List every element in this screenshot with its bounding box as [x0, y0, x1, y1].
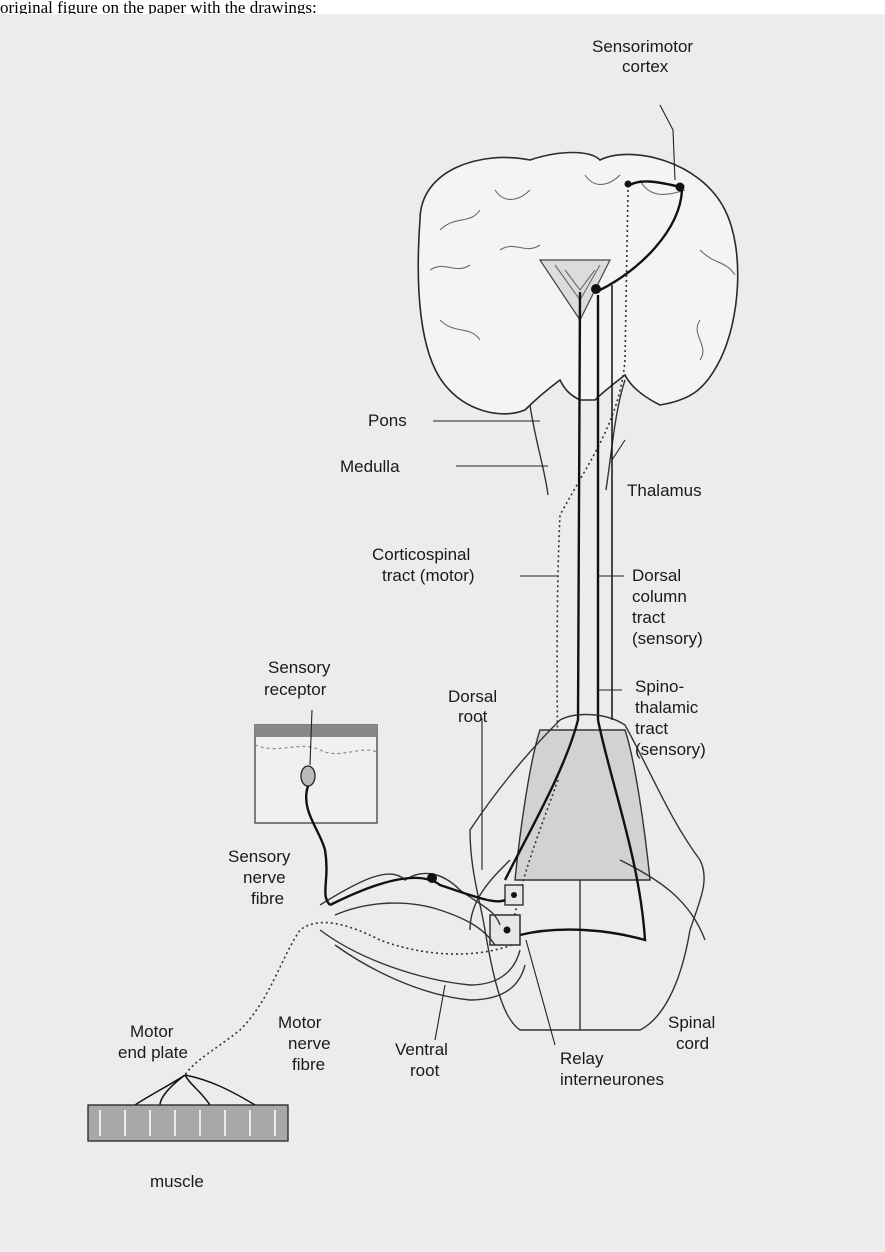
svg-text:root: root [458, 707, 488, 726]
svg-text:Dorsal: Dorsal [448, 687, 497, 706]
svg-text:Relay: Relay [560, 1049, 604, 1068]
sensory-receptor-label: Sensory receptor [264, 658, 331, 699]
svg-text:root: root [410, 1061, 440, 1080]
thalamus-label: Thalamus [627, 481, 702, 500]
spinothalamic-tract-label: Spino- thalamic tract (sensory) [635, 677, 706, 759]
medulla-label: Medulla [340, 457, 400, 476]
ventral-root-label: Ventral root [395, 1040, 448, 1080]
svg-text:fibre: fibre [251, 889, 284, 908]
svg-text:(sensory): (sensory) [632, 629, 703, 648]
svg-text:Corticospinal: Corticospinal [372, 545, 470, 564]
motor-nerve-fibre-label: Motor nerve fibre [278, 1013, 331, 1074]
svg-text:Spinal: Spinal [668, 1013, 715, 1032]
muscle-label: muscle [150, 1172, 204, 1191]
spinal-cord-section [470, 715, 705, 1030]
svg-text:Spino-: Spino- [635, 677, 684, 696]
svg-text:tract: tract [632, 608, 665, 627]
sensorimotor-cortex-label: Sensorimotor cortex [592, 37, 693, 76]
svg-text:nerve: nerve [288, 1034, 331, 1053]
dorsal-root-label: Dorsal root [448, 687, 497, 726]
svg-text:tract (motor): tract (motor) [382, 566, 475, 585]
svg-text:end plate: end plate [118, 1043, 188, 1062]
svg-text:column: column [632, 587, 687, 606]
corticospinal-tract-label: Corticospinal tract (motor) [372, 545, 475, 585]
svg-text:interneurones: interneurones [560, 1070, 664, 1089]
svg-text:(sensory): (sensory) [635, 740, 706, 759]
svg-text:fibre: fibre [292, 1055, 325, 1074]
svg-text:Motor: Motor [278, 1013, 322, 1032]
svg-text:Sensorimotor: Sensorimotor [592, 37, 693, 56]
svg-text:tract: tract [635, 719, 668, 738]
svg-text:thalamic: thalamic [635, 698, 699, 717]
nervous-pathway-diagram: Sensorimotor cortex Pons Medulla Thalamu… [0, 14, 885, 1252]
pons-label: Pons [368, 411, 407, 430]
nervous-system-figure: Sensorimotor cortex Pons Medulla Thalamu… [0, 14, 885, 1252]
sensory-nerve-fibre-label: Sensory nerve fibre [228, 847, 291, 908]
svg-text:cortex: cortex [622, 57, 669, 76]
svg-text:receptor: receptor [264, 680, 327, 699]
svg-text:cord: cord [676, 1034, 709, 1053]
brain-section [418, 153, 737, 496]
spinal-cord-label: Spinal cord [668, 1013, 715, 1053]
relay-interneurones-label: Relay interneurones [560, 1049, 664, 1089]
svg-text:Ventral: Ventral [395, 1040, 448, 1059]
svg-text:Dorsal: Dorsal [632, 566, 681, 585]
svg-text:Motor: Motor [130, 1022, 174, 1041]
svg-text:nerve: nerve [243, 868, 286, 887]
svg-text:Sensory: Sensory [228, 847, 291, 866]
svg-text:Sensory: Sensory [268, 658, 331, 677]
dorsal-column-tract-label: Dorsal column tract (sensory) [632, 566, 703, 648]
motor-end-plate-label: Motor end plate [118, 1022, 188, 1062]
